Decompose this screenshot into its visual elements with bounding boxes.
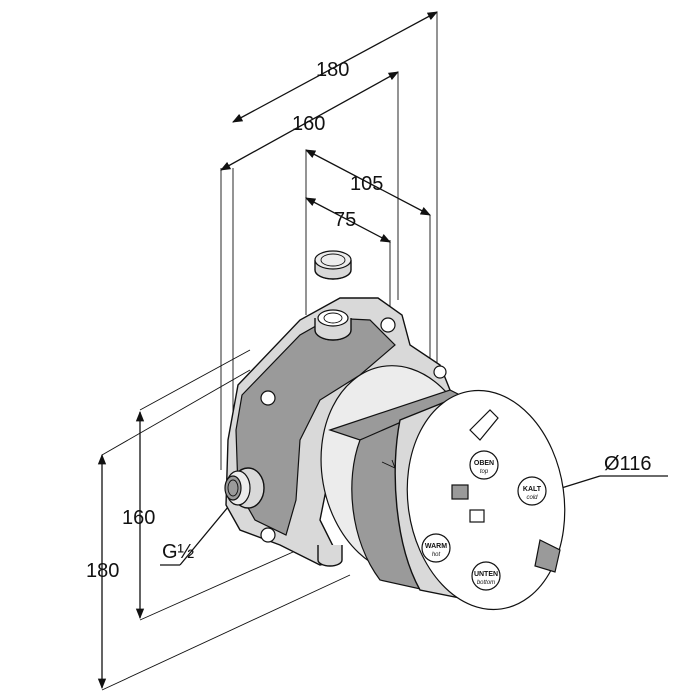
svg-text:hot: hot bbox=[432, 552, 441, 558]
svg-text:bottom: bottom bbox=[477, 580, 495, 586]
mounting-hole-right bbox=[433, 365, 447, 379]
dim-180-left: 180 bbox=[86, 560, 119, 582]
marking-bottom: UNTEN bottom bbox=[471, 561, 501, 591]
dim-line-75 bbox=[305, 197, 391, 243]
svg-text:cold: cold bbox=[526, 495, 538, 501]
marking-top: OBEN top bbox=[469, 450, 499, 480]
dim-105: 105 bbox=[350, 173, 383, 195]
dim-line-105 bbox=[305, 149, 431, 216]
dim-thread: G½ bbox=[162, 541, 195, 563]
mounting-hole-left-top bbox=[260, 390, 276, 406]
plug-cap bbox=[314, 250, 352, 280]
dim-75: 75 bbox=[334, 209, 356, 231]
dim-160-top: 160 bbox=[292, 113, 325, 135]
dim-line-160-top bbox=[220, 71, 399, 171]
svg-text:UNTEN: UNTEN bbox=[474, 571, 498, 578]
svg-text:KALT: KALT bbox=[523, 486, 542, 493]
brand-plate bbox=[469, 509, 485, 523]
svg-text:WARM: WARM bbox=[425, 543, 447, 550]
dim-diameter: Ø116 bbox=[604, 453, 651, 475]
mounting-hole-left-bottom bbox=[260, 527, 276, 543]
dimension-lines bbox=[97, 11, 668, 690]
dim-160-left: 160 bbox=[122, 507, 155, 529]
svg-text:top: top bbox=[480, 469, 489, 475]
mounting-hole-top bbox=[380, 317, 396, 333]
svg-text:OBEN: OBEN bbox=[474, 460, 494, 467]
dim-180-top: 180 bbox=[316, 59, 349, 81]
marking-hot: WARM hot bbox=[421, 533, 451, 563]
marking-cold: KALT cold bbox=[517, 476, 547, 506]
